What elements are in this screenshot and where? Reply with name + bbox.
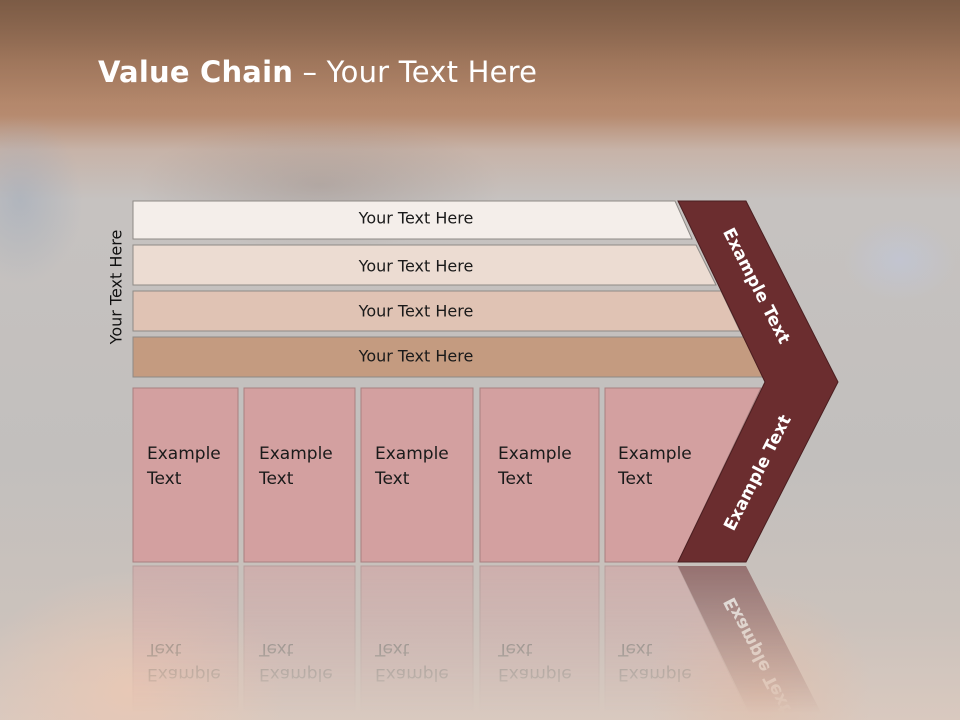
activity-box-4 — [479, 565, 600, 720]
activity-label-reflection: ExampleText — [497, 639, 572, 684]
activity-label-reflection: ExampleText — [374, 639, 449, 684]
support-bar-shape — [132, 200, 693, 240]
activity-box-3 — [360, 565, 474, 720]
activity-box-shape — [132, 387, 239, 563]
support-bar-3: Your Text Here — [132, 290, 741, 332]
support-bar-label: Your Text Here — [358, 209, 474, 228]
activity-label-reflection: ExampleText — [146, 639, 221, 684]
activity-box-shape — [360, 565, 474, 720]
activity-box-shape — [360, 387, 474, 563]
activity-box-shape — [479, 387, 600, 563]
activity-box-1 — [132, 565, 239, 720]
activity-box-1 — [132, 387, 239, 563]
chevron-reflection — [678, 566, 825, 720]
activity-box-shape — [479, 565, 600, 720]
chevron-shape — [677, 200, 839, 563]
support-bar-4: Your Text Here — [132, 336, 765, 378]
activity-box-shape — [132, 565, 239, 720]
activity-box-shape — [243, 565, 356, 720]
activity-box-2 — [243, 565, 356, 720]
support-bar-1: Your Text Here — [132, 200, 693, 240]
support-bar-label: Your Text Here — [358, 302, 474, 321]
title-band — [0, 0, 960, 128]
slide-title: Value Chain – Your Text Here — [98, 55, 537, 89]
activity-box-shape — [243, 387, 356, 563]
activity-label-reflection: ExampleText — [258, 639, 333, 684]
support-bar-shape — [132, 244, 717, 286]
activity-box-2 — [243, 387, 356, 563]
activity-box-3 — [360, 387, 474, 563]
title-rest: – Your Text Here — [293, 55, 538, 89]
reflection: ExampleText ExampleText ExampleText Example… — [132, 565, 825, 720]
support-bar-label: Your Text Here — [358, 347, 474, 366]
activity-box-4 — [479, 387, 600, 563]
support-bar-label: Your Text Here — [358, 257, 474, 276]
activity-label-reflection: ExampleText — [617, 639, 692, 684]
title-bold: Value Chain — [98, 55, 294, 89]
support-bar-2: Your Text Here — [132, 244, 717, 286]
